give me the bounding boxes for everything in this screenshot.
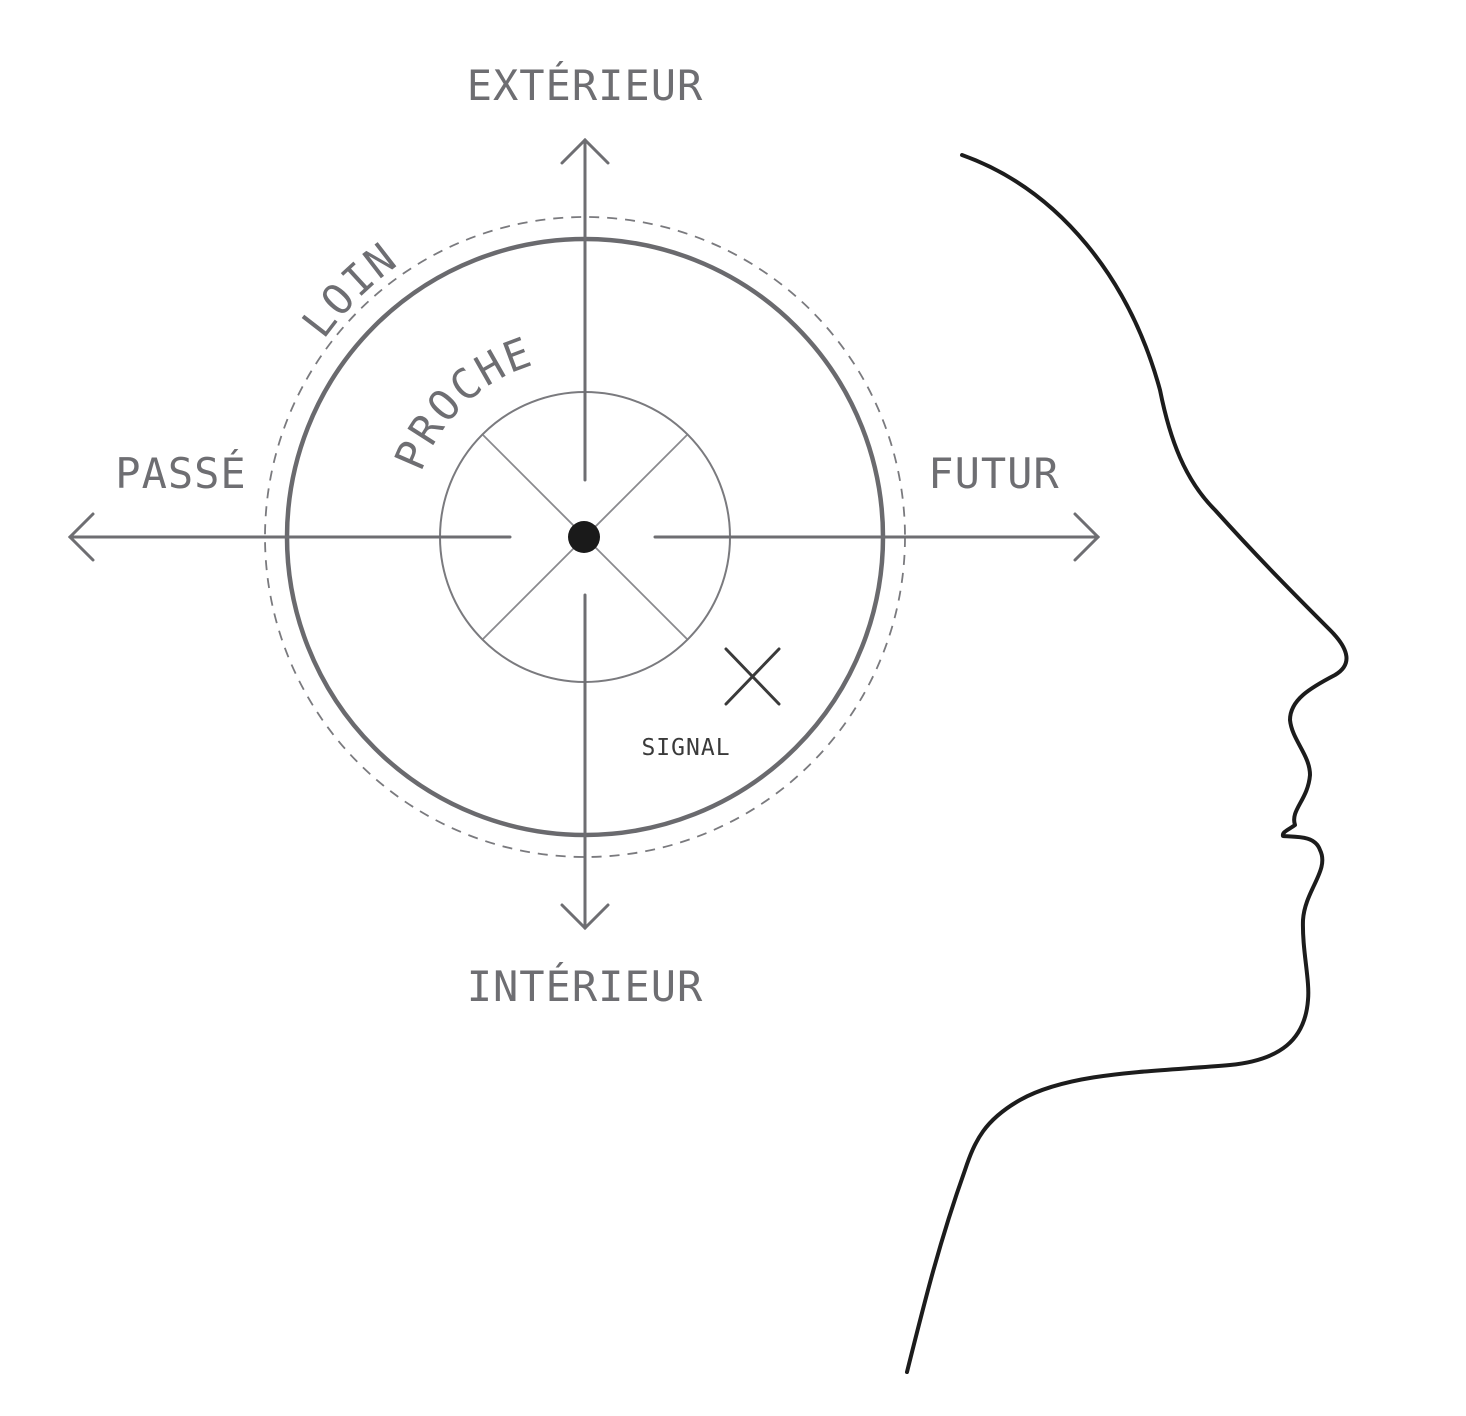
- up-arrowhead: [560, 137, 610, 165]
- left-arrowhead: [67, 512, 95, 562]
- head-profile-outline: [905, 153, 1349, 1374]
- down-arrowhead: [560, 903, 610, 931]
- right-arrowhead: [1073, 512, 1101, 562]
- label-interieur: INTÉRIEUR: [467, 961, 704, 1011]
- label-signal: SIGNAL: [641, 735, 730, 761]
- label-exterieur: EXTÉRIEUR: [467, 60, 704, 110]
- label-proche: PROCHE: [385, 327, 539, 476]
- signal-cross-icon: [724, 647, 781, 706]
- center-dot: [568, 521, 600, 553]
- label-futur: FUTUR: [928, 449, 1059, 498]
- horizontal-axis: [67, 512, 1101, 562]
- label-loin: LOIN: [292, 232, 406, 346]
- label-passe: PASSÉ: [115, 448, 246, 498]
- vertical-axis: [560, 137, 610, 931]
